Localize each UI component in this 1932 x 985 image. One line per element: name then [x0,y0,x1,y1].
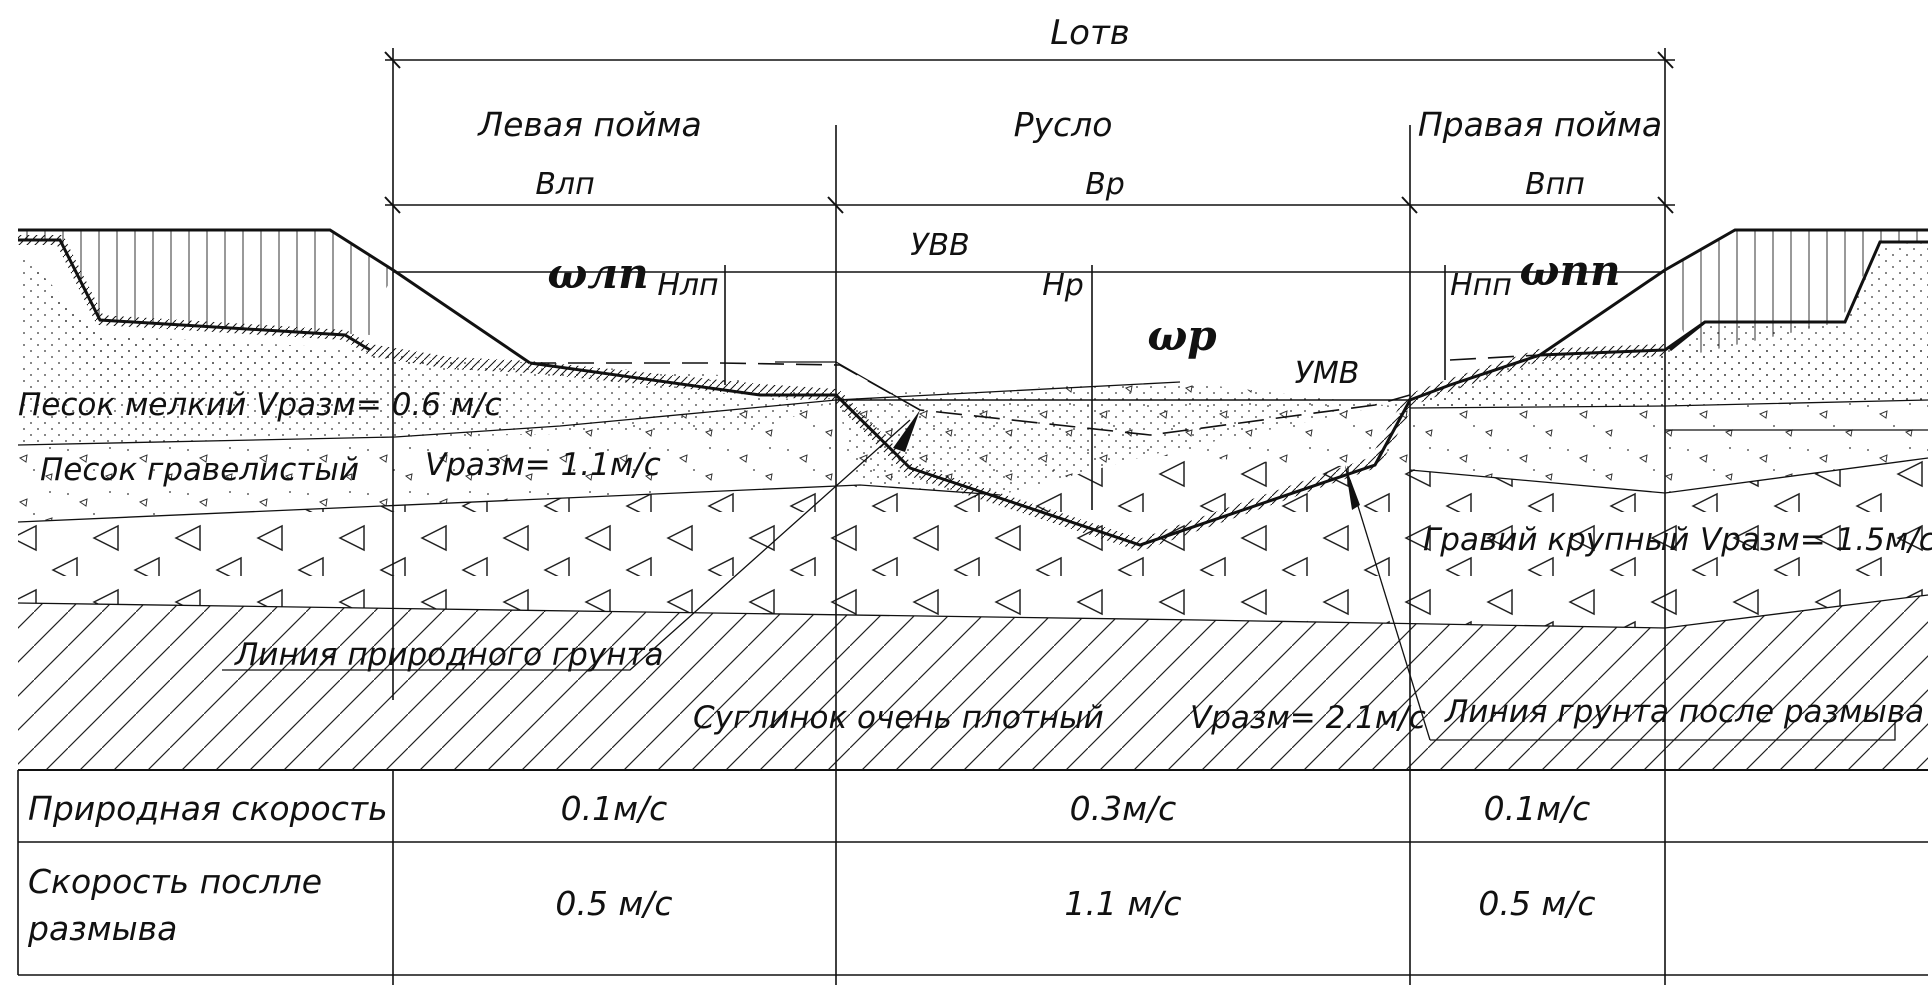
right-floodplain-width-label: Bпп [1525,167,1585,202]
channel-label: Русло [1014,105,1113,144]
table-row-1-label: Природная скорость [28,789,388,828]
table-row-2-left: 0.5 м/с [555,884,672,923]
left-floodplain-area-label: ωлп [547,249,648,298]
coarse-gravel-label: Гравий крупный [1423,522,1689,558]
table-row-2-channel: 1.1 м/с [1064,884,1181,923]
table-row-2-label-line-1: Скорость послле [28,862,322,901]
channel-width-label: Bр [1085,167,1125,202]
coarse-gravel-velocity-label: Vразм= 1.5м/с [1700,522,1932,558]
right-floodplain-label: Правая пойма [1418,105,1662,144]
loam-label: Суглинок очень плотный [693,700,1104,736]
velocity-table [17,769,1928,976]
left-floodplain-label: Левая пойма [477,105,701,144]
gravelly-sand-velocity-label: Vразм= 1.1м/с [425,447,661,483]
natural-ground-callout: Линия природного грунта [234,637,664,673]
table-row-2-right: 0.5 м/с [1478,884,1595,923]
coarse-gravel-layer [18,455,1928,628]
loam-velocity-label: Vразм= 2.1м/с [1190,700,1426,736]
low-water-label: УМВ [1295,356,1360,391]
dimension-lines [384,51,1675,510]
left-floodplain-width-label: Bлп [535,167,594,202]
right-floodplain-area-label: ωпп [1519,246,1620,295]
embankments [18,228,1928,355]
scoured-ground-callout: Линия грунта после размыва [1444,694,1924,730]
water-levels [393,271,1665,401]
natural-ground-line [369,268,1706,552]
table-row-2-label-line-2: размыва [27,909,177,948]
channel-area-label: ωр [1147,311,1216,360]
loam-layer [18,595,1928,770]
table-row-1-right: 0.1м/с [1484,789,1591,828]
soil-layers [17,240,1929,770]
high-water-label: УВВ [910,228,969,263]
channel-depth-label: Hр [1042,268,1084,303]
table-row-1-left: 0.1м/с [561,789,668,828]
left-floodplain-depth-label: Hлп [657,268,718,303]
gravelly-sand-label: Песок гравелистый [40,452,359,488]
right-floodplain-depth-label: Hпп [1450,268,1512,303]
table-row-1-channel: 0.3м/с [1070,789,1177,828]
fine-sand-label: Песок мелкий Vразм= 0.6 м/с [18,387,502,423]
callout-leaders [222,410,1896,741]
total-width-label: Lотв [1050,13,1130,53]
